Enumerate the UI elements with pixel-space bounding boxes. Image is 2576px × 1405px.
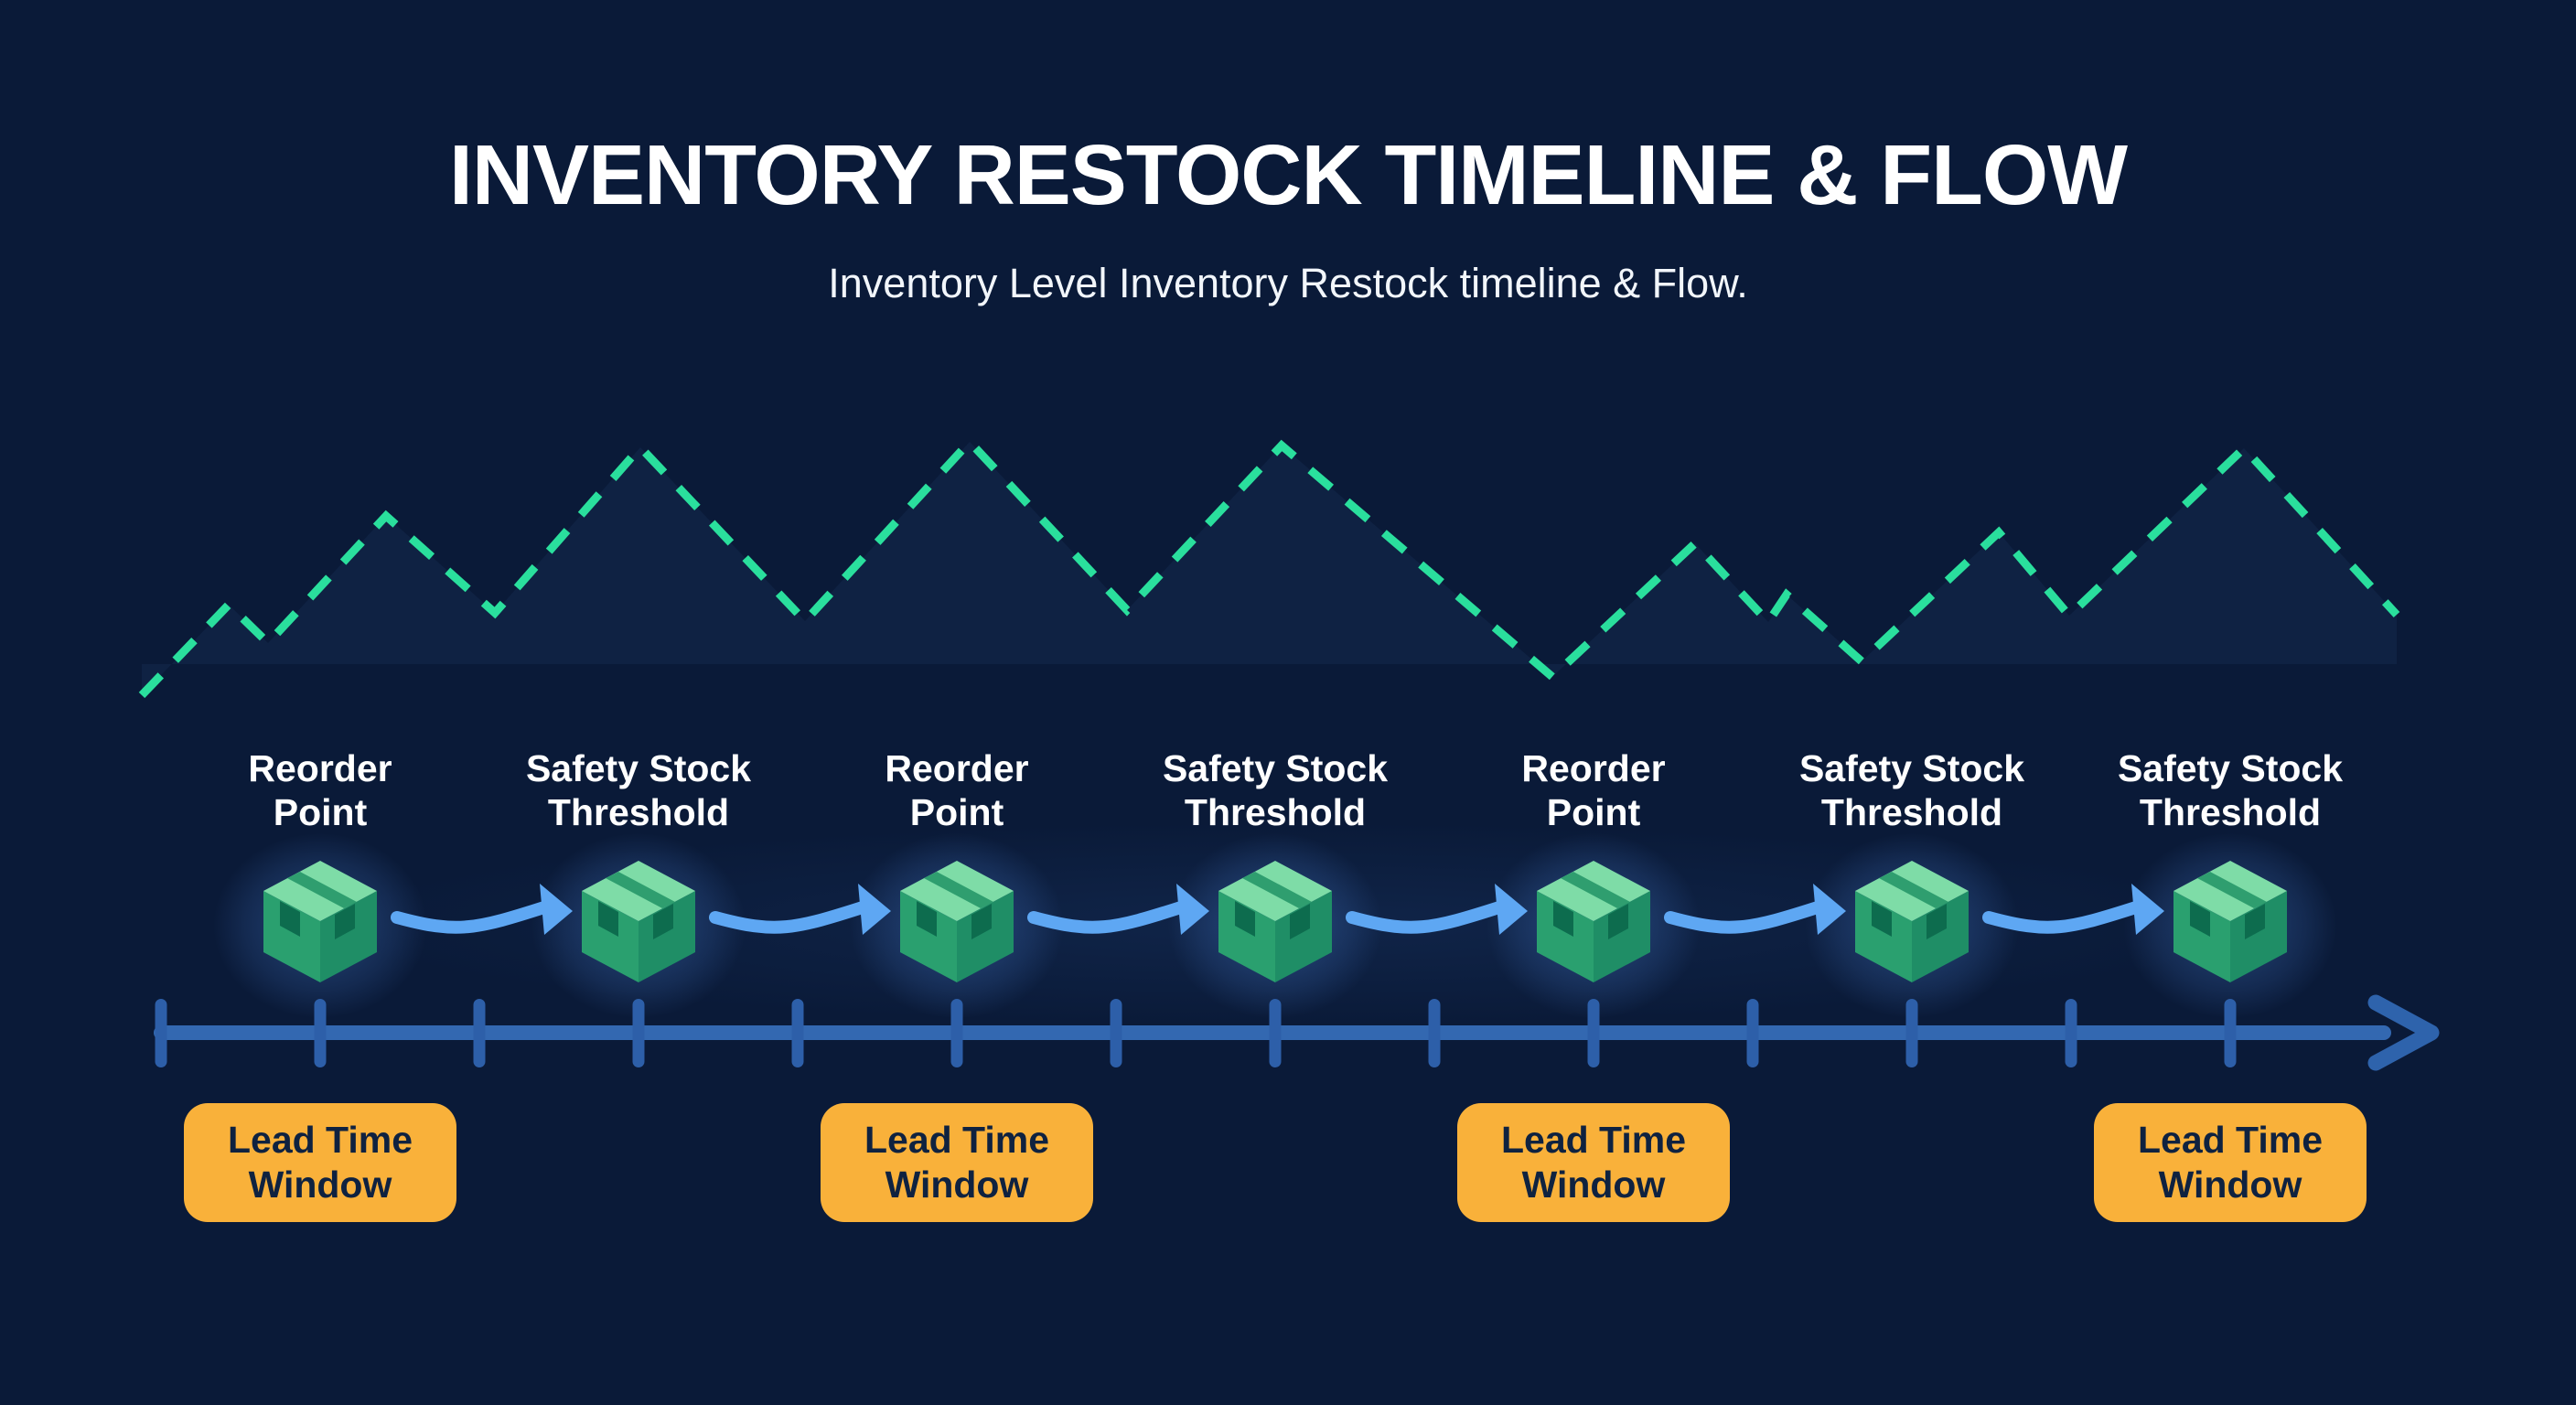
column-label-line: Point	[909, 791, 1004, 833]
flow-arrow-icon	[1346, 884, 1528, 935]
column-label-line: Reorder	[885, 747, 1029, 789]
badge-line: Window	[1521, 1164, 1666, 1206]
column-label-line: Safety Stock	[525, 747, 752, 789]
package-box-icon	[1855, 861, 1969, 982]
package-box-icon	[263, 861, 377, 982]
package-box-icon	[1218, 861, 1332, 982]
badge-line: Lead Time	[1500, 1119, 1687, 1161]
flow-arrow-icon	[1027, 884, 1209, 935]
timeline-tick	[473, 999, 486, 1067]
flow-arrow-icon	[1664, 884, 1846, 935]
page-title: INVENTORY RESTOCK TIMELINE & FLOW	[449, 127, 2128, 222]
page-subtitle: Inventory Level Inventory Restock timeli…	[828, 260, 1748, 306]
package-box-icon	[2174, 861, 2287, 982]
column-label-line: Threshold	[2139, 791, 2322, 833]
timeline-tick	[2224, 999, 2237, 1067]
package-box-icon	[900, 861, 1014, 982]
flow-arrow-icon	[709, 884, 891, 935]
badge-line: Window	[885, 1164, 1029, 1206]
timeline-tick	[1269, 999, 1282, 1067]
column-label-line: Point	[1546, 791, 1641, 833]
timeline-tick	[314, 999, 327, 1067]
column-label-line: Threshold	[1820, 791, 2003, 833]
column-label-line: Safety Stock	[1798, 747, 2025, 789]
flow-arrows	[391, 884, 2164, 935]
timeline-arrowhead-icon	[2367, 994, 2440, 1071]
flow-boxes	[263, 861, 2287, 982]
timeline-axis	[154, 994, 2440, 1071]
column-label-line: Point	[273, 791, 368, 833]
column-label-line: Threshold	[1184, 791, 1367, 833]
timeline-tick	[2065, 999, 2077, 1067]
column-label-line: Threshold	[547, 791, 730, 833]
column-label-line: Safety Stock	[1162, 747, 1389, 789]
flow-arrow-icon	[391, 884, 573, 935]
timeline-tick	[791, 999, 804, 1067]
timeline-tick	[1110, 999, 1122, 1067]
column-label-line: Reorder	[1521, 747, 1666, 789]
package-box-icon	[582, 861, 695, 982]
flow-arrow-icon	[1982, 884, 2164, 935]
inventory-curve-area	[142, 442, 2397, 695]
column-label-line: Reorder	[248, 747, 392, 789]
timeline-tick	[950, 999, 963, 1067]
package-box-icon	[1537, 861, 1650, 982]
timeline-tick	[1428, 999, 1441, 1067]
timeline-tick	[1746, 999, 1759, 1067]
inventory-curve	[138, 435, 2400, 699]
badge-line: Lead Time	[864, 1119, 1050, 1161]
badge-line: Window	[248, 1164, 392, 1206]
timeline-tick	[1905, 999, 1918, 1067]
column-label-line: Safety Stock	[2117, 747, 2344, 789]
timeline-tick	[1587, 999, 1600, 1067]
badge-line: Window	[2158, 1164, 2302, 1206]
badge-line: Lead Time	[227, 1119, 413, 1161]
timeline-tick	[632, 999, 645, 1067]
badge-line: Lead Time	[2137, 1119, 2324, 1161]
timeline-tick	[155, 999, 167, 1067]
